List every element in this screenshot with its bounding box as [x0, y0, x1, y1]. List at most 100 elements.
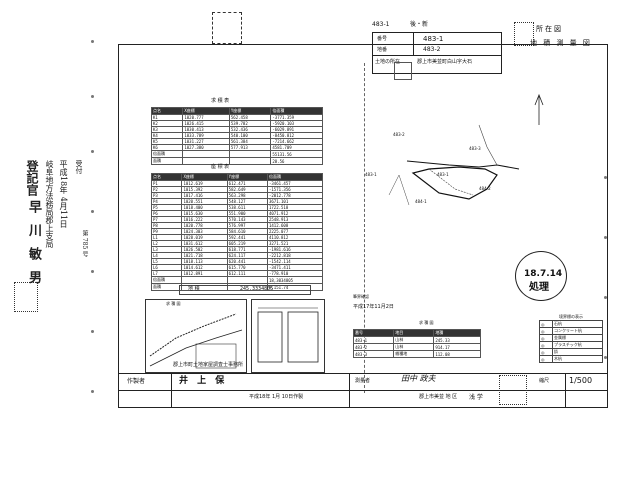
- small-detail-sketch: [257, 307, 319, 363]
- legend-symbol: ◎: [539, 355, 553, 363]
- office2b: 浅 学: [469, 394, 483, 401]
- table-row: 倍面積 18,3034805: [150, 276, 324, 284]
- registration-seal-top: [212, 12, 242, 44]
- map-label: 483-1: [365, 172, 377, 177]
- map-label: 484-1: [415, 199, 427, 204]
- date-made: 平成18年 1月 10日作製: [249, 394, 304, 400]
- legend-row: ◎石杭: [539, 320, 603, 328]
- summary-box: 地 積 245.3334805: [179, 285, 311, 295]
- cell: 点名: [150, 107, 184, 115]
- location-value: 郡上市美並町白山字大石: [417, 59, 473, 65]
- header-row-value-2: 483-2: [423, 46, 441, 53]
- table2-title: 座 標 表: [211, 164, 230, 170]
- cell: Y座標: [226, 173, 268, 181]
- cell: X座標: [181, 173, 228, 181]
- legend-label: 金属標: [552, 334, 603, 342]
- coordinate-table-header: 点名 X座標 Y座標 倍面積: [150, 173, 324, 181]
- summary-value: 245.3334805: [240, 286, 274, 292]
- small-area-sketch: [149, 313, 243, 369]
- cell: 483-2: [352, 343, 395, 351]
- legend-symbol: ◎: [539, 341, 553, 349]
- area-table-header: 点名 X座標 Y座標 倍面積: [150, 107, 323, 115]
- small-detail-diagram: [251, 299, 325, 373]
- surveyor-seal: [499, 375, 527, 405]
- table1-title: 求 積 表: [211, 98, 230, 104]
- legend-row: ◎プラスチック杭: [539, 341, 603, 349]
- map-label: 483-1: [437, 172, 449, 177]
- cell: 483-3: [352, 350, 395, 358]
- cell: 点名: [150, 173, 183, 181]
- surveyor-name: 田中 政夫: [401, 374, 436, 383]
- cell: 面積: [150, 283, 183, 291]
- new-mark: 後・新: [410, 21, 429, 28]
- map-title: 地 積 測 量 図: [530, 39, 592, 47]
- maker-name: 井 上 保: [179, 376, 228, 386]
- cell: 倍面積: [150, 150, 184, 158]
- stamp-text: 処理: [529, 282, 549, 293]
- cell: 地目: [393, 329, 435, 337]
- map-label: 483-3: [469, 146, 481, 151]
- maker-label: 作製者: [127, 378, 146, 385]
- header-row-label: 番号: [377, 36, 388, 42]
- header-row-value: 483-1: [423, 35, 444, 43]
- sign-label: 筆界確認: [353, 294, 369, 299]
- header-row-label-2: 地番: [377, 47, 388, 53]
- received-number: 第 785 号: [81, 230, 88, 258]
- office2: 郡上市美並 地 区: [419, 394, 458, 400]
- cell: 9,151.74: [266, 283, 324, 291]
- cell: 18,3034805: [266, 276, 324, 284]
- legend-symbol: ◎: [539, 327, 553, 335]
- cell: Y座標: [228, 107, 272, 115]
- officer-name: 早 川 敏 男: [26, 200, 41, 287]
- surveyor-label: 測量者: [355, 378, 371, 384]
- stamp-date: 18.7.14: [524, 269, 563, 279]
- cell: 28.56: [270, 157, 323, 165]
- cell: 245.33: [433, 336, 481, 344]
- cell: 番号: [352, 329, 395, 337]
- cell: 483-1: [352, 336, 395, 344]
- cell: 55131.56: [270, 150, 323, 158]
- cell: X座標: [182, 107, 230, 115]
- parcel-table-header: 番号 地目 地積: [352, 329, 481, 337]
- cell: 914.17: [433, 343, 481, 351]
- map-label: 484-2: [479, 186, 491, 191]
- legend-label: 木杭: [552, 355, 603, 363]
- cell: 山林: [393, 343, 435, 351]
- cell: 112.08: [433, 350, 481, 358]
- legend-symbol: ◎: [539, 334, 553, 342]
- small-area-diagram: 求 積 図: [145, 299, 247, 373]
- header-seal: [394, 62, 412, 80]
- corner-seal: [514, 22, 534, 46]
- parcel-number-header: 483-1: [372, 21, 390, 28]
- legend-symbol: ◎: [539, 320, 553, 328]
- summary-label: 地 積: [188, 286, 200, 292]
- legend: 境界標の表示 ◎石杭◎コンクリート杭◎金属標◎プラスチック杭◎鋲◎木杭: [539, 315, 603, 363]
- legend-label: 石杭: [552, 320, 603, 328]
- received-label: 受付: [75, 160, 83, 174]
- legend-label: 鋲: [552, 348, 603, 356]
- cell: 倍面積: [150, 276, 183, 284]
- legend-title: 境界標の表示: [559, 314, 583, 319]
- processing-stamp: 18.7.14: [515, 251, 567, 301]
- registration-date: 平成18年 4月11日: [59, 160, 68, 228]
- cell: 倍面積: [266, 173, 324, 181]
- map-label: 483-2: [393, 132, 405, 137]
- legend-row: ◎木杭: [539, 355, 603, 363]
- table-row: 面積 9,151.74: [150, 283, 324, 291]
- cell: 倍面積: [270, 107, 323, 115]
- legend-row: ◎金属標: [539, 334, 603, 342]
- survey-map: [388, 93, 544, 206]
- location-label: 土地の所在: [375, 59, 401, 65]
- officer-title: 登記官: [25, 160, 39, 196]
- legend-symbol: ◎: [539, 348, 553, 356]
